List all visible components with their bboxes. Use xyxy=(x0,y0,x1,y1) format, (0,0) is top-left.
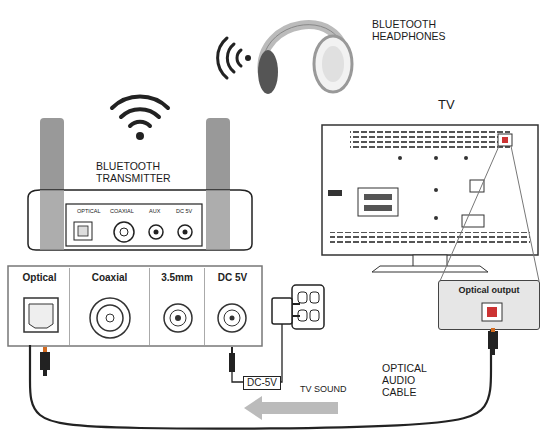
leader-line xyxy=(511,146,539,281)
optical-plug xyxy=(40,347,50,376)
port-label: AUX xyxy=(149,208,160,214)
transmitter-body xyxy=(28,118,252,250)
port-panel xyxy=(8,266,262,346)
optical-plug xyxy=(488,328,498,355)
wireless-waves xyxy=(218,38,251,78)
port-label: DC 5V xyxy=(205,272,260,283)
tv-back xyxy=(322,125,538,272)
wifi-icon xyxy=(112,97,168,140)
device-label: BLUETOOTH HEADPHONES xyxy=(372,18,462,42)
callout-box: Optical output xyxy=(438,280,540,330)
dc-plug xyxy=(229,347,235,372)
optical-cable xyxy=(30,330,491,429)
cable-label: OPTICAL AUDIO CABLE xyxy=(382,362,444,398)
port-label: OPTICAL xyxy=(77,208,101,214)
port-label: COAXIAL xyxy=(110,208,134,214)
port-label: 3.5mm xyxy=(150,272,204,283)
port-cell: Optical xyxy=(10,268,70,345)
port-label: Optical xyxy=(10,272,69,283)
leader-line xyxy=(440,146,499,281)
signal-arrow xyxy=(244,396,338,420)
port-label: Coaxial xyxy=(70,272,149,283)
panel-ports xyxy=(24,298,246,338)
port-label: DC 5V xyxy=(176,208,192,214)
port-cell: 3.5mm xyxy=(150,268,205,345)
port-label: Optical output xyxy=(439,285,539,295)
port-cell: Coaxial xyxy=(70,268,150,345)
device-label: BLUETOOTH TRANSMITTER xyxy=(96,160,186,184)
signal-label: TV SOUND xyxy=(300,384,347,394)
headphones-icon xyxy=(258,25,352,94)
port-cell: DC 5V xyxy=(205,268,260,345)
power-adapter xyxy=(232,285,324,382)
voltage-label: DC-5V xyxy=(243,376,281,390)
device-label: TV xyxy=(438,98,455,113)
